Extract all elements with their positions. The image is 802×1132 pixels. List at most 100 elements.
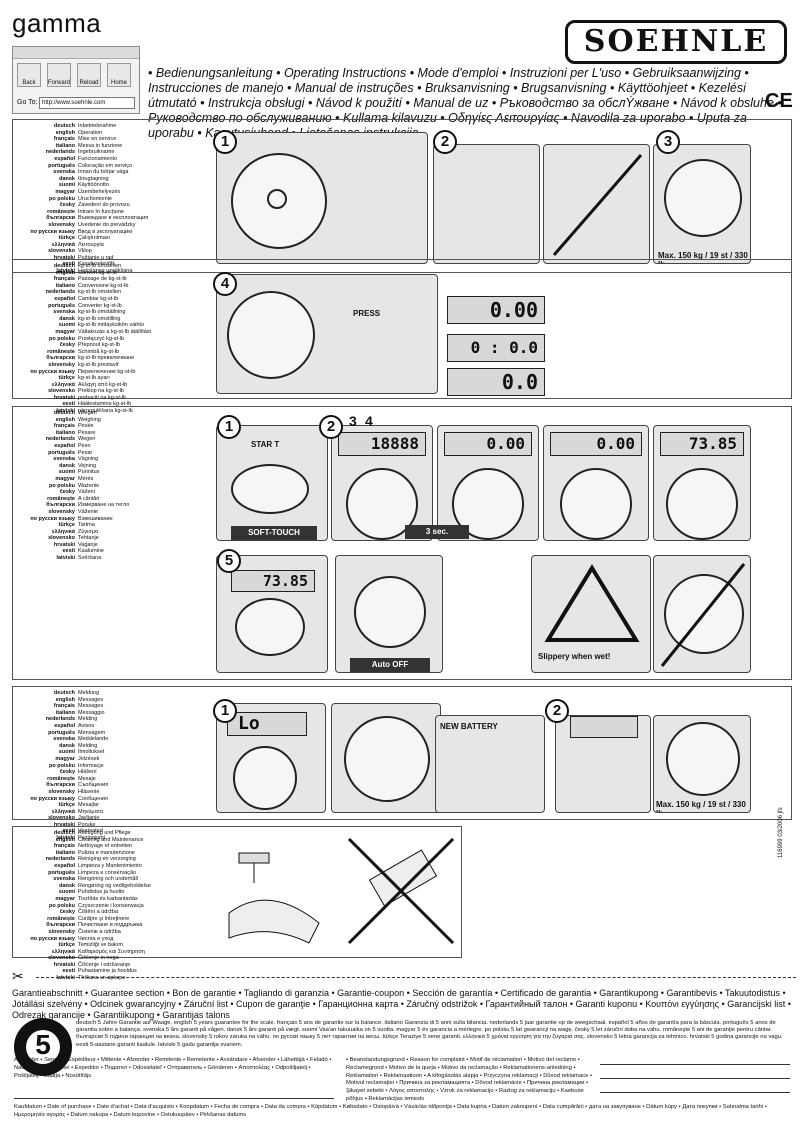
scale-underside [227,291,315,379]
operation-panel-floor [433,144,540,264]
start-label: STAR T [251,440,280,449]
convert-panel-switch: PRESS [216,274,438,394]
brand-logo: SOEHNLE [565,20,787,64]
browser-goto-label: Go To: [17,99,38,106]
browser-back-button: Back [17,63,41,87]
purchase-date-label: Kaufdatum • Date of purchase • Date d'ac… [14,1104,767,1118]
weighing-panel-zero: 0.00 [437,425,539,541]
weighing-panel-start: STAR T SOFT-TOUCH [216,425,328,541]
weighing-panel-stepoff: 73.85 [216,555,328,673]
scale-top [235,598,305,656]
step-number-4: 4 [365,413,373,429]
browser-home-button: Home [107,63,131,87]
messages-panel-overload [555,715,651,813]
scale-top [354,576,426,648]
weighing-panel-warning: Slippery when wet! [531,555,651,673]
operation-panel-weight: Max. 150 kg / 19 st / 330 lb [653,144,751,264]
browser-forward-button: Forward [47,63,71,87]
wet-cloth-icon [228,852,320,944]
step-number: 3 [656,130,680,154]
form-line[interactable] [600,1092,790,1093]
step-number: 2 [433,130,457,154]
form-line[interactable] [600,1078,790,1079]
soft-touch-tag: SOFT-TOUCH [231,526,317,540]
step-number-3: 3 [349,413,357,429]
operation-panel-carpet [543,144,650,264]
scale-top [452,468,524,540]
browser-reload-button: Reload [77,63,101,87]
slippery-warning-icon [544,564,640,642]
no-carpet-icon [552,154,643,256]
browser-titlebar [13,47,139,59]
weighing-panel-result: 73.85 [653,425,751,541]
max-capacity: Max. 150 kg / 19 st / 330 lb [656,800,746,812]
scale-top [560,468,632,540]
lcd-result: 73.85 [660,432,744,456]
cleaning-no-solvent [343,833,459,951]
messages-panel-battery: NEW BATTERY [435,715,545,813]
step-number: 1 [213,699,237,723]
no-wet-icon [660,563,746,667]
weighing-panel-stepon: 0.00 [543,425,649,541]
complaint-label: • Beanstandungsgrund • Reason for compla… [346,1057,592,1102]
step-number: 2 [545,699,569,723]
lcd-lb: 0.0 [447,368,545,396]
no-solvent-icon [347,837,455,945]
messages-panel-capacity: Max. 150 kg / 19 st / 330 lb [653,715,751,813]
document-id: 116999 03/2006 jfs [778,807,784,858]
scale-top [666,722,740,796]
step-number: 5 [217,549,241,573]
guarantee-years: 5 [35,1029,51,1060]
scissors-icon: ✂ [12,968,24,984]
weighing-panel-wet-scale [653,555,751,673]
form-line[interactable] [600,1064,790,1065]
browser-url: http://www.soehnle.com [39,97,135,109]
slippery-warning: Slippery when wet! [538,652,611,661]
messages-panel-lo: Lo [216,703,326,813]
weighing-panel-test: 18888 [331,425,433,541]
guarantee-text: deutsch 5 Jahre Garantie auf Waage. engl… [76,1020,783,1048]
messages-panel-underside [331,703,441,813]
press-label: PRESS [353,309,381,318]
lcd-zero: 0.00 [444,432,532,456]
scale-top [231,464,309,514]
step-number: 1 [217,415,241,439]
manual-languages: • Bedienungsanleitung • Operating Instru… [148,66,782,140]
lcd-stepon: 0.00 [550,432,642,456]
sender-label: Absender • Sender • Expéditeur • Mittent… [14,1057,332,1079]
scale-top [666,468,738,540]
badge-inner [26,1030,60,1064]
guarantee-badge: 5 [14,1018,72,1076]
cut-line [36,977,796,978]
scale-underside [344,716,430,802]
step-number: 4 [213,272,237,296]
guarantee-header: Garantieabschnitt • Guarantee section • … [12,988,791,1020]
delay-tag: 3 sec. [405,525,469,539]
form-line[interactable] [14,1098,334,1099]
lcd-st: 0 : 0.0 [447,334,545,362]
scale-top [233,746,297,810]
lcd-segment-test: 18888 [338,432,426,456]
battery-compartment [267,189,287,209]
lcd-overload [570,716,638,738]
browser-illustration: Back Forward Reload Home Go To: http://w… [12,46,140,114]
lcd-kg: 0.00 [447,296,545,324]
step-number: 1 [213,130,237,154]
lcd-lo: Lo [227,712,307,736]
new-battery-label: NEW BATTERY [440,722,498,731]
lcd-stepoff: 73.85 [231,570,315,592]
max-capacity: Max. 150 kg / 19 st / 330 lb [658,251,748,263]
